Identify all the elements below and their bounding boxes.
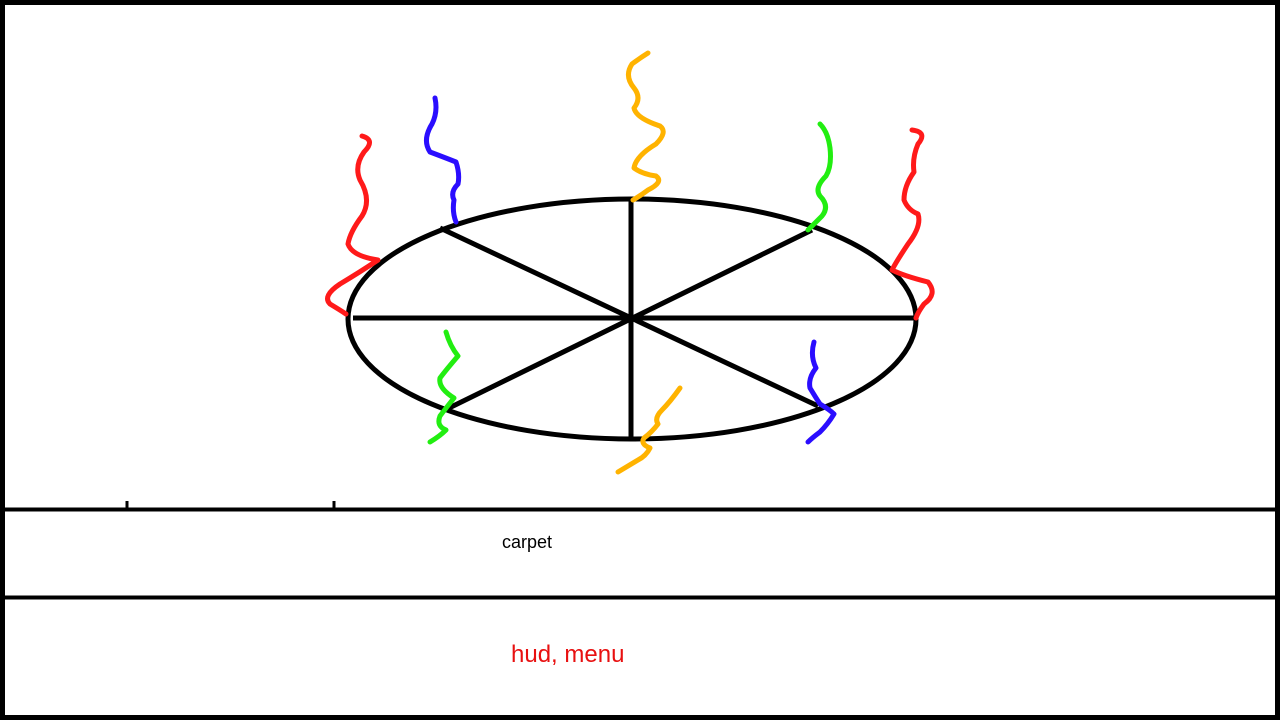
hud-menu-label[interactable]: hud, menu [511, 641, 625, 668]
flame-red-right [889, 127, 935, 321]
flame-green-top-right [805, 121, 833, 233]
wheel[interactable] [345, 196, 919, 442]
flame-orange-top [626, 50, 666, 203]
flame-green-bottom-left [427, 329, 461, 445]
carpet-label: carpet [502, 532, 553, 552]
flame-blue-bottom-right [805, 339, 837, 445]
flame-blue-top-left [424, 95, 462, 225]
flame-red-left [325, 133, 381, 317]
flames [325, 50, 935, 475]
wheel-spoke [445, 227, 814, 412]
flame-orange-bottom [615, 385, 683, 475]
